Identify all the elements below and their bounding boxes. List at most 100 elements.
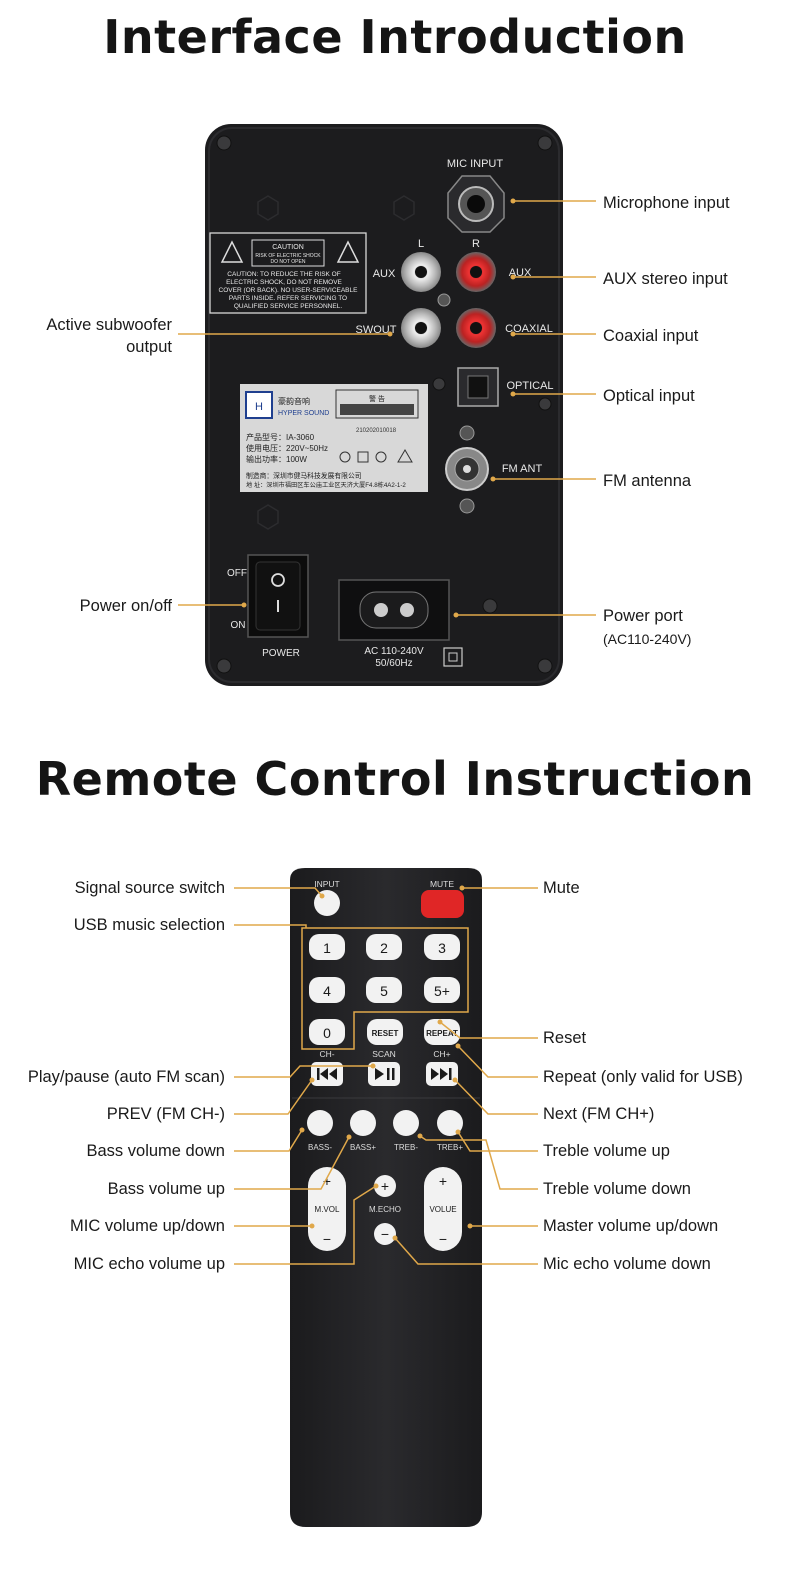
svg-text:REPEAT: REPEAT — [426, 1029, 458, 1038]
svg-text:−: − — [381, 1226, 389, 1242]
svg-text:地 址：深圳市福田区车公庙工业区天济大厦F4.8栋4A2: 地 址：深圳市福田区车公庙工业区天济大厦F4.8栋4A2-1-2 — [246, 481, 406, 489]
mute-button — [421, 890, 464, 918]
callout-optical: Optical input — [603, 387, 695, 405]
input-text: INPUT — [314, 879, 340, 889]
off-label: OFF — [227, 568, 247, 579]
svg-text:4: 4 — [323, 983, 331, 999]
mic-input-label: MIC INPUT — [447, 158, 504, 170]
callout-bass-down: Bass volume down — [86, 1142, 226, 1160]
svg-text:5+: 5+ — [434, 983, 450, 999]
aux-l-jack — [401, 252, 441, 292]
svg-text:+: + — [381, 1178, 389, 1194]
callout-usb-music: USB music selection — [73, 916, 225, 934]
callout-mic-vol: MIC volume up/down — [70, 1217, 225, 1235]
left-label: L — [418, 238, 424, 250]
aux-left-label: AUX — [373, 268, 396, 280]
callout-subwoofer-l2: output — [126, 338, 172, 356]
remote-diagram: INPUT MUTE 1 2 3 4 5 5+ 0 RESET REPEAT C… — [234, 868, 538, 1527]
callout-microphone: Microphone input — [603, 194, 730, 212]
optical-label: OPTICAL — [506, 380, 553, 392]
svg-text:PARTS INSIDE. REFER SERVICING: PARTS INSIDE. REFER SERVICING TO — [229, 295, 347, 302]
svg-text:3: 3 — [438, 940, 446, 956]
svg-text:+: + — [439, 1173, 447, 1189]
bass-minus-button — [307, 1110, 333, 1136]
svg-text:VOLUE: VOLUE — [429, 1205, 456, 1214]
svg-text:产品型号：IA-3060: 产品型号：IA-3060 — [246, 432, 315, 442]
svg-text:CH+: CH+ — [433, 1049, 450, 1059]
mvol-rocker — [308, 1167, 346, 1251]
interface-title: Interface Introduction — [103, 10, 687, 64]
power-switch-label: POWER — [262, 648, 300, 659]
callout-aux-stereo: AUX stereo input — [603, 270, 728, 288]
mecho-down-button — [374, 1223, 396, 1245]
callout-mic-echo-up: MIC echo volume up — [73, 1255, 225, 1273]
svg-text:CH-: CH- — [319, 1049, 334, 1059]
svg-text:RISK OF ELECTRIC SHOCK: RISK OF ELECTRIC SHOCK — [255, 253, 321, 259]
svg-text:M.ECHO: M.ECHO — [369, 1205, 401, 1214]
svg-text:CAUTION: CAUTION — [272, 244, 304, 251]
svg-text:SCAN: SCAN — [372, 1049, 396, 1059]
svg-text:BASS-: BASS- — [308, 1143, 332, 1152]
key-1 — [309, 934, 345, 960]
coaxial-label: COAXIAL — [505, 323, 553, 335]
volume-rocker — [424, 1167, 462, 1251]
callout-mic-echo-down: Mic echo volume down — [543, 1255, 711, 1273]
coaxial-jack — [456, 308, 496, 348]
key-2 — [366, 934, 402, 960]
callout-power-onoff: Power on/off — [79, 597, 172, 615]
key-5 — [366, 977, 402, 1003]
callout-prev: PREV (FM CH-) — [106, 1105, 225, 1123]
repeat-button — [424, 1019, 460, 1045]
callout-next: Next (FM CH+) — [543, 1105, 655, 1123]
callout-mute: Mute — [543, 879, 580, 897]
svg-text:1: 1 — [323, 940, 331, 956]
swout-label: SWOUT — [356, 324, 397, 336]
svg-text:QUALIFIED SERVICE PERSONNEL.: QUALIFIED SERVICE PERSONNEL. — [234, 303, 342, 310]
svg-text:−: − — [439, 1231, 447, 1247]
callout-fm-antenna: FM antenna — [603, 472, 692, 490]
svg-text:制造商：深圳市健马科技发展有限公司: 制造商：深圳市健马科技发展有限公司 — [246, 471, 362, 480]
svg-text:ELECTRIC SHOCK, DO NOT REMOVE: ELECTRIC SHOCK, DO NOT REMOVE — [226, 279, 342, 286]
mecho-up-button — [374, 1175, 396, 1197]
on-label: ON — [231, 620, 246, 631]
callout-treble-up: Treble volume up — [543, 1142, 670, 1160]
svg-text:TREB-: TREB- — [394, 1143, 418, 1152]
ac-line2: 50/60Hz — [375, 658, 412, 669]
reset-button — [367, 1019, 403, 1045]
svg-text:2: 2 — [380, 940, 388, 956]
key-3 — [424, 934, 460, 960]
remote-title: Remote Control Instruction — [35, 752, 755, 806]
svg-text:0: 0 — [323, 1025, 331, 1041]
key-5plus — [424, 977, 460, 1003]
aux-r-jack — [456, 252, 496, 292]
rear-panel-diagram: MIC INPUT L R AUX AUX SWOUT COAXIAL OPTI… — [178, 124, 596, 686]
svg-text:COVER (OR BACK). NO USER-SERV: COVER (OR BACK). NO USER-SERVICEABLE — [219, 287, 359, 294]
bass-plus-button — [350, 1110, 376, 1136]
callout-subwoofer-l1: Active subwoofer — [46, 316, 172, 334]
key-4 — [309, 977, 345, 1003]
callout-repeat: Repeat (only valid for USB) — [543, 1068, 743, 1086]
swout-jack — [401, 308, 441, 348]
svg-text:H: H — [255, 401, 263, 413]
callout-play-pause: Play/pause (auto FM scan) — [27, 1068, 225, 1086]
svg-text:5: 5 — [380, 983, 388, 999]
callout-reset: Reset — [543, 1029, 587, 1047]
svg-text:−: − — [323, 1231, 331, 1247]
treb-plus-button — [437, 1110, 463, 1136]
callout-coaxial: Coaxial input — [603, 327, 699, 345]
svg-text:TREB+: TREB+ — [437, 1143, 463, 1152]
svg-text:CAUTION: TO REDUCE THE RISK O: CAUTION: TO REDUCE THE RISK OF — [227, 271, 340, 278]
svg-text:豪韵音响: 豪韵音响 — [278, 396, 310, 406]
callout-master-vol: Master volume up/down — [543, 1217, 719, 1235]
svg-text:210202010018: 210202010018 — [356, 428, 397, 434]
treb-minus-button — [393, 1110, 419, 1136]
svg-text:BASS+: BASS+ — [350, 1143, 376, 1152]
input-button — [314, 890, 340, 916]
svg-text:警 告: 警 告 — [369, 394, 385, 403]
svg-text:M.VOL: M.VOL — [315, 1205, 340, 1214]
svg-text:HYPER SOUND: HYPER SOUND — [278, 410, 329, 417]
right-label: R — [472, 238, 480, 250]
callout-power-port-l2: (AC110-240V) — [603, 631, 692, 647]
svg-text:RESET: RESET — [372, 1029, 399, 1038]
svg-text:使用电压：220V~50Hz: 使用电压：220V~50Hz — [246, 443, 328, 453]
